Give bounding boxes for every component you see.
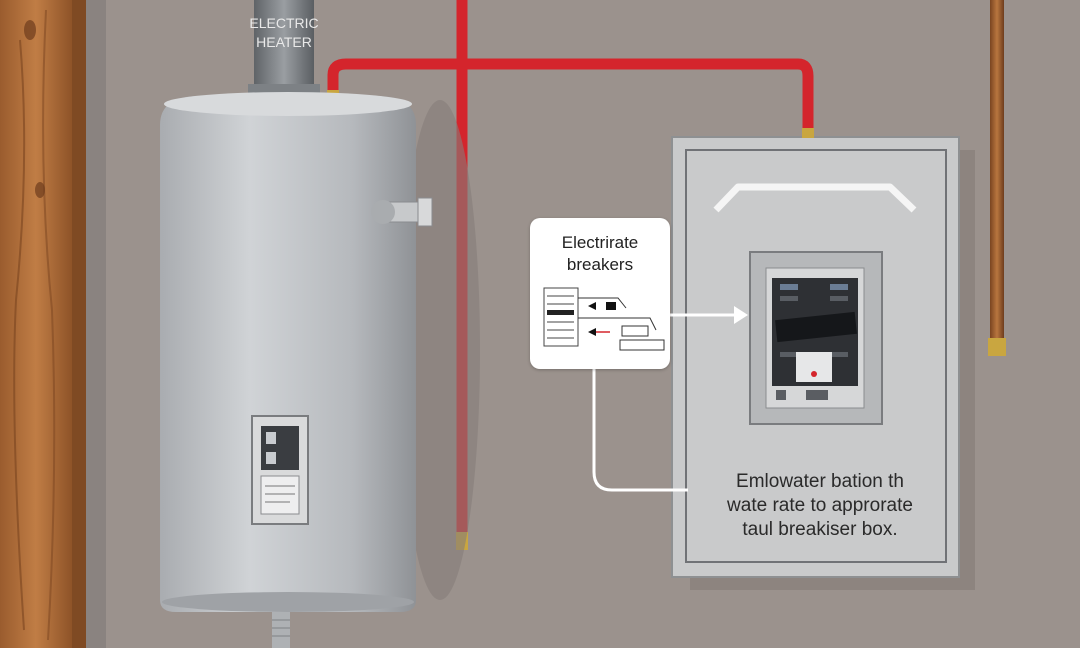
connector-line	[592, 368, 688, 492]
wiring-schematic	[543, 287, 665, 351]
wood-stud-left	[0, 0, 72, 648]
thermostat-switch	[266, 432, 276, 444]
red-pipe-fitting	[802, 128, 814, 138]
wood-grain	[42, 9, 56, 641]
wood-stud-edge	[72, 0, 86, 648]
copper-pipe-fitting	[988, 338, 1006, 356]
breaker-switch	[780, 352, 798, 357]
connector-arrow-head	[734, 306, 748, 324]
tank-top	[164, 92, 412, 116]
breaker-switch	[780, 284, 798, 290]
breaker-button	[806, 390, 828, 400]
breaker-switch	[830, 352, 848, 357]
thermostat-label-plate	[260, 475, 300, 515]
schematic-wire	[578, 297, 627, 309]
schematic-bus	[619, 339, 665, 351]
thermostat-switch	[266, 452, 276, 464]
breaker-callout: Electrirate breakers	[530, 218, 670, 369]
relief-valve-nut	[417, 197, 433, 227]
schematic-legend-box	[543, 287, 579, 347]
callout-title-line1: Electrirate	[561, 233, 639, 252]
breaker-panel-inner-border	[685, 149, 947, 563]
water-heater-tank	[160, 96, 416, 612]
breaker-display	[796, 352, 832, 382]
wood-knot	[24, 20, 36, 40]
indicator-light	[811, 371, 817, 377]
red-pipe-horizontal	[327, 58, 814, 134]
schematic-wire	[578, 317, 657, 331]
breaker-button	[776, 390, 786, 400]
breaker-switch	[830, 296, 848, 301]
panel-caption-line2: wate rate to approrate	[727, 495, 913, 516]
wood-grain	[13, 39, 26, 631]
breaker-switch	[780, 296, 798, 301]
schematic-arrow	[588, 302, 596, 310]
panel-handle	[713, 183, 917, 213]
main-breaker	[775, 311, 857, 343]
panel-caption-line3: taul breakiser box.	[742, 519, 898, 540]
breaker-switch	[830, 284, 848, 290]
wood-knot	[35, 182, 45, 198]
relief-valve-cap	[371, 200, 395, 224]
wall-shadow-strip	[86, 0, 106, 648]
heater-label-line1: ELECTRIC	[249, 15, 318, 31]
schematic-arrow	[588, 328, 596, 336]
tank-base	[162, 592, 414, 612]
callout-title: Electrirate breakers	[530, 232, 670, 276]
schematic-breaker	[621, 325, 649, 337]
panel-caption-line1: Emlowater bation th	[736, 471, 904, 492]
drain-pipe	[272, 612, 290, 648]
heater-label-line2: HEATER	[256, 34, 312, 50]
schematic-switch	[606, 302, 616, 310]
flue-pipe	[254, 0, 314, 90]
copper-pipe	[990, 0, 1004, 350]
schematic-legend-bar	[547, 310, 574, 315]
panel-caption: Emlowater bation th wate rate to approra…	[700, 470, 940, 542]
callout-title-line2: breakers	[566, 255, 634, 274]
